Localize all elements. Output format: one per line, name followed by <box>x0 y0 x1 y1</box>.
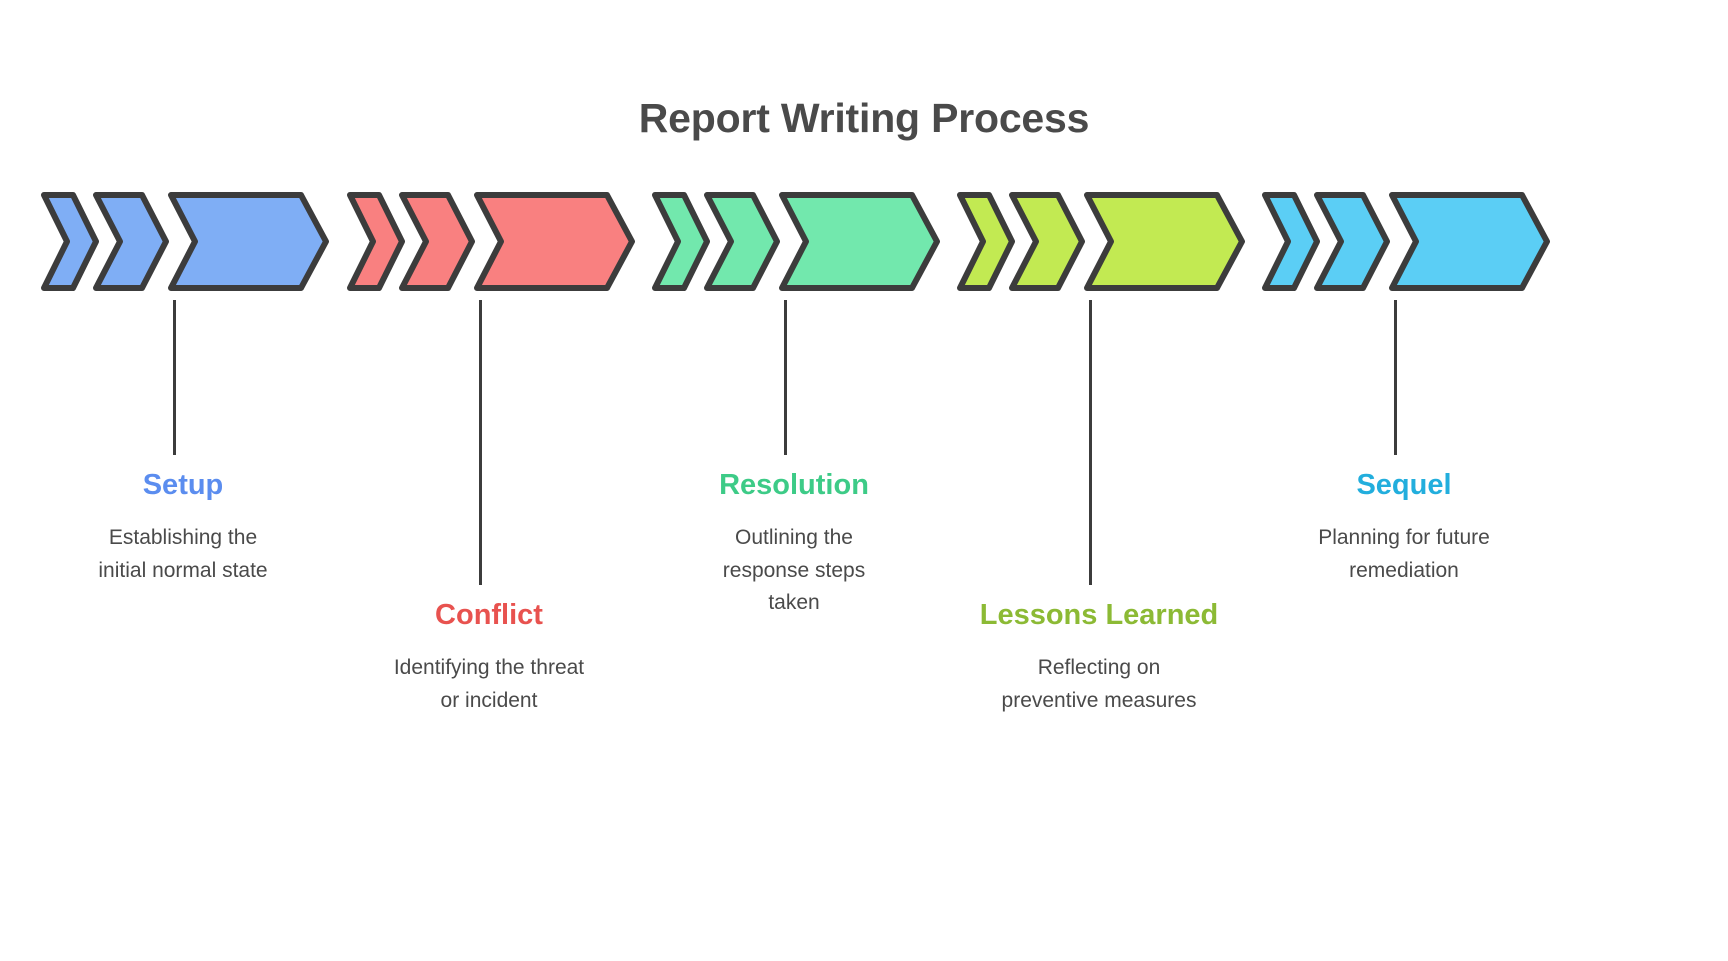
stage-label: Sequel <box>1356 469 1452 501</box>
stage-description: Planning for future remediation <box>1318 526 1490 582</box>
stage-conflict: Conflict Identifying the threat or incid… <box>334 190 644 712</box>
stage-description: Establishing the initial normal state <box>98 526 268 582</box>
chevron-large-icon <box>473 190 636 293</box>
chevron-group-resolution <box>651 190 941 295</box>
stage-label: Conflict <box>435 599 543 631</box>
chevron-group-setup <box>40 190 330 295</box>
chevron-small-first-icon <box>346 190 405 293</box>
chevron-small-second-icon <box>1313 190 1391 293</box>
stage-text-block: Lessons Learned Reflecting on preventive… <box>944 595 1254 717</box>
chevron-small-second-icon <box>703 190 781 293</box>
chevron-small-first-icon <box>1261 190 1320 293</box>
connector-line <box>479 300 482 585</box>
stage-description: Identifying the threat or incident <box>393 656 585 712</box>
stage-label: Setup <box>142 469 224 501</box>
stage-text-block: Conflict Identifying the threat or incid… <box>334 595 644 717</box>
stage-resolution: Resolution Outlining the response steps … <box>639 190 949 614</box>
chevron-group-sequel <box>1261 190 1551 295</box>
chevron-small-first-icon <box>956 190 1015 293</box>
connector-line <box>1089 300 1092 585</box>
chevron-small-second-icon <box>92 190 170 293</box>
chevron-large-icon <box>1083 190 1246 293</box>
chevron-group-lessons-learned <box>956 190 1246 295</box>
stage-sequel: Sequel Planning for future remediation <box>1249 190 1559 582</box>
stage-description: Reflecting on preventive measures <box>1001 656 1197 712</box>
chevron-small-second-icon <box>398 190 476 293</box>
stage-lessons-learned: Lessons Learned Reflecting on preventive… <box>944 190 1254 712</box>
stage-setup: Setup Establishing the initial normal st… <box>28 190 338 582</box>
chevron-small-second-icon <box>1008 190 1086 293</box>
page-title: Report Writing Process <box>638 95 1090 141</box>
chevron-large-icon <box>167 190 330 293</box>
stage-label: Lessons Learned <box>979 599 1219 631</box>
stage-label: Resolution <box>719 469 869 501</box>
chevron-group-conflict <box>346 190 636 295</box>
chevron-large-icon <box>1388 190 1551 293</box>
connector-line <box>173 300 176 455</box>
chevron-small-first-icon <box>40 190 99 293</box>
connector-line <box>784 300 787 455</box>
stage-text-block: Sequel Planning for future remediation <box>1249 465 1559 587</box>
chevron-large-icon <box>778 190 941 293</box>
stage-text-block: Setup Establishing the initial normal st… <box>28 465 338 587</box>
stage-description: Outlining the response steps taken <box>722 526 866 615</box>
connector-line <box>1394 300 1397 455</box>
stage-text-block: Resolution Outlining the response steps … <box>639 465 949 620</box>
chevron-small-first-icon <box>651 190 710 293</box>
